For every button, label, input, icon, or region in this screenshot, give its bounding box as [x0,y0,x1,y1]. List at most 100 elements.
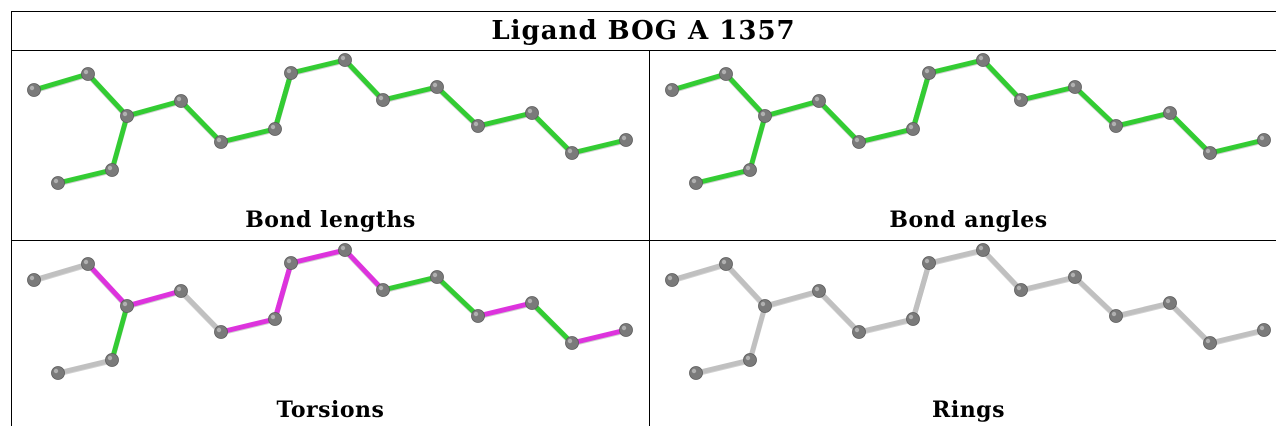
panel-caption: Torsions [276,397,385,423]
atom [719,67,733,81]
bond [1207,137,1267,156]
atom-highlight [270,314,276,320]
atom-highlight [473,121,479,127]
bond [1072,274,1119,319]
atom-highlight [1205,338,1211,344]
atom [743,163,757,177]
atom-highlight [1259,135,1265,141]
panel-caption: Bond angles [889,207,1048,233]
atom [376,283,390,297]
bond [747,303,768,363]
atom-highlight [107,355,113,361]
bond [178,98,224,145]
atom-highlight [1205,148,1211,154]
title-divider [11,50,1276,51]
bond [380,274,440,293]
atom [976,243,990,257]
atom-highlight [1165,108,1171,114]
bond [747,113,768,173]
atom-highlight [216,137,222,143]
bond [475,300,535,319]
atom [812,284,826,298]
atom-highlight [286,258,292,264]
atom [922,66,936,80]
atom [81,67,95,81]
bond [926,57,986,76]
atom-highlight [29,85,35,91]
bond [109,113,130,173]
atom [338,243,352,257]
atom-highlight [814,286,820,292]
atom-highlight [527,298,533,304]
atom [812,94,826,108]
atom [743,353,757,367]
atom [719,257,733,271]
atom-highlight [527,108,533,114]
atom-highlight [29,275,35,281]
atom-highlight [908,314,914,320]
atom-highlight [760,111,766,117]
atom [284,66,298,80]
bond [1072,84,1119,129]
atom [51,176,65,190]
bond [816,288,862,335]
atom-highlight [340,245,346,251]
atom-highlight [854,137,860,143]
atom-highlight [760,301,766,307]
atom [105,163,119,177]
atom-highlight [924,258,930,264]
bond [218,316,278,335]
column-divider [649,50,650,426]
atom-highlight [176,96,182,102]
atom-highlight [667,85,673,91]
atom-highlight [216,327,222,333]
atom [1109,119,1123,133]
panel-bond-angles: Bond angles [650,51,1276,241]
atom-highlight [814,96,820,102]
atom-highlight [122,111,128,117]
atom-highlight [473,311,479,317]
atom [906,122,920,136]
atom-highlight [978,55,984,61]
bond [55,167,115,186]
atom-highlight [567,338,573,344]
figure-frame [11,11,1276,426]
atom [81,257,95,271]
bond [910,70,932,132]
atom-highlight [83,69,89,75]
bond [31,261,91,283]
atom [1163,296,1177,310]
atom [906,312,920,326]
bond [1018,84,1078,103]
atom-highlight [1070,272,1076,278]
bond [288,57,348,76]
bond [109,303,130,363]
atom [105,353,119,367]
atom [565,146,579,160]
atom [1014,283,1028,297]
atom-highlight [1111,311,1117,317]
bond [569,327,629,346]
bond [1113,110,1173,129]
bond [762,288,822,309]
bond [910,260,932,322]
atom-highlight [83,259,89,265]
bond [85,71,130,119]
molecule-bond-lengths [27,53,633,190]
bond [980,57,1024,103]
atom-highlight [1070,82,1076,88]
atom [1109,309,1123,323]
atom-highlight [745,165,751,171]
atom-highlight [1165,298,1171,304]
bond [669,261,729,283]
atom [1163,106,1177,120]
bond [926,247,986,266]
atom-highlight [667,275,673,281]
atom-highlight [107,165,113,171]
atom [338,53,352,67]
atom-highlight [378,285,384,291]
atom-highlight [854,327,860,333]
bond [85,261,130,309]
atom [689,366,703,380]
bond [529,300,575,346]
